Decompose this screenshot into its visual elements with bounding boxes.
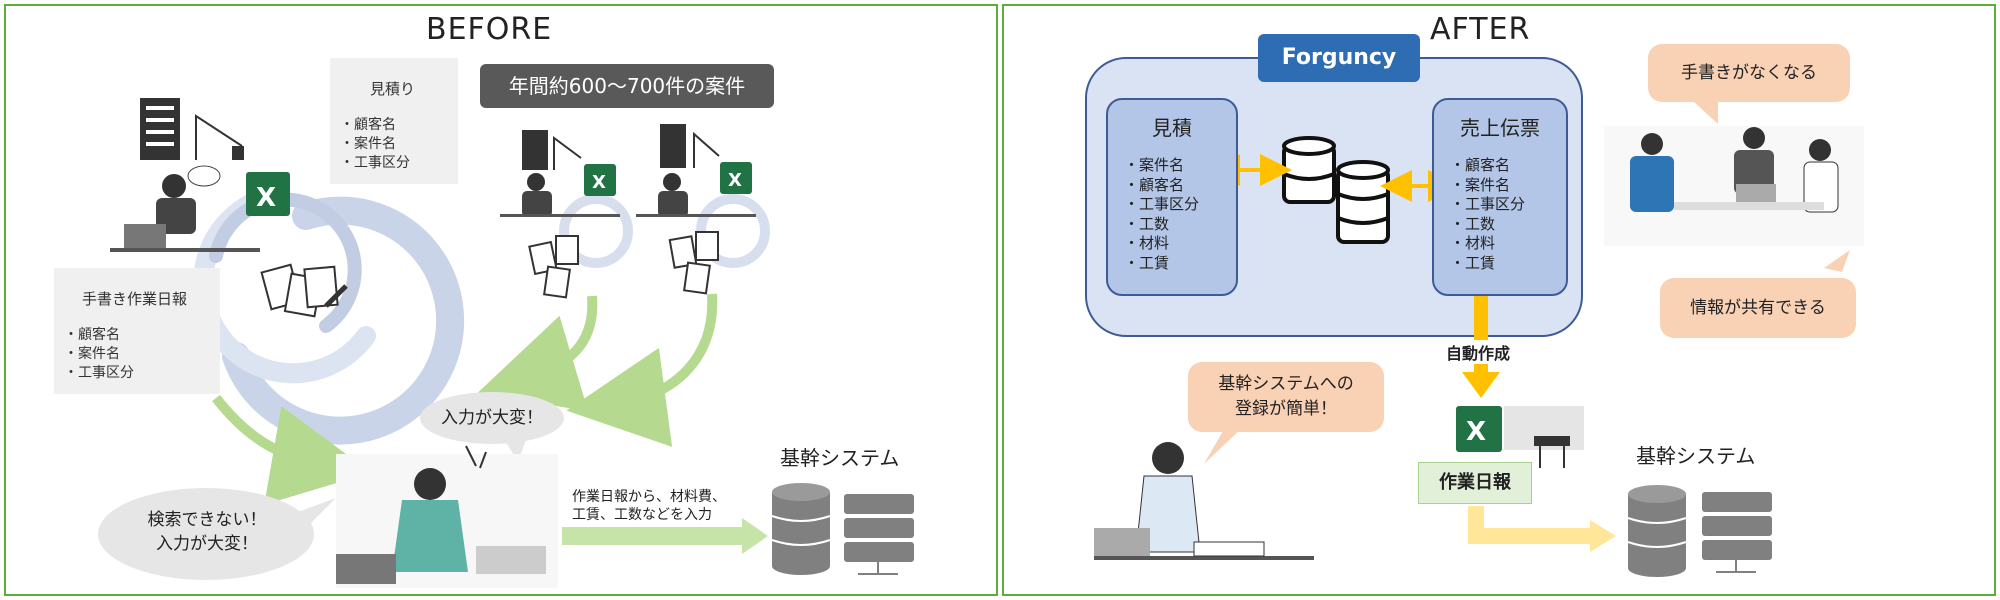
- estimate-box-item: ・工賃: [1124, 253, 1170, 272]
- svg-text:X: X: [592, 172, 606, 193]
- bubble-no-handwriting: 手書きがなくなる: [1648, 44, 1850, 102]
- documents-icon: [260, 263, 348, 318]
- handwritten-note-item: ・案件名: [64, 346, 120, 362]
- estimate-note: 見積り ・顧客名 ・案件名 ・工事区分: [330, 58, 458, 184]
- building-crane-icon: [140, 98, 244, 160]
- estimate-note-item: ・顧客名: [340, 117, 396, 133]
- worker-icon-3: X: [636, 162, 756, 217]
- estimate-box-item: ・材料: [1124, 234, 1170, 252]
- svg-text:X: X: [256, 183, 276, 213]
- database-icon: [771, 483, 831, 575]
- excel-icon: X: [246, 172, 290, 216]
- after-system-label: 基幹システム: [1636, 444, 1756, 468]
- sales-slip-box-item: ・工数: [1450, 214, 1496, 233]
- auto-create-arrow: [1462, 372, 1500, 398]
- report-to-system-arrow: [1468, 506, 1594, 544]
- sales-slip-box-title: 売上伝票: [1460, 116, 1540, 140]
- sales-slip-box-item: ・案件名: [1450, 175, 1511, 194]
- after-title: AFTER: [1430, 12, 1531, 47]
- worker-icon-2: X: [500, 164, 620, 217]
- before-panel: X X X: [4, 4, 998, 596]
- before-system-label: 基幹システム: [780, 446, 900, 470]
- handwritten-note-item: ・工事区分: [64, 365, 134, 381]
- database-icon: [1627, 485, 1687, 577]
- building-crane-icon-3: [660, 124, 720, 168]
- estimate-note-item: ・工事区分: [340, 155, 410, 171]
- before-illustration: X X X: [98, 98, 914, 588]
- meeting-illustration: [1604, 126, 1864, 246]
- estimate-box-item: ・工数: [1124, 214, 1170, 233]
- bubble-search: [98, 488, 314, 580]
- worried-worker-icon: [110, 165, 260, 252]
- after-panel: X: [1002, 4, 1996, 596]
- sales-slip-box-items: ・顧客名 ・案件名 ・工事区分 ・工数 ・材料 ・工賃: [1450, 156, 1525, 273]
- volume-banner: 年間約600〜700件の案件: [480, 64, 774, 108]
- cycle-swirl: [193, 186, 465, 445]
- sales-slip-box-item: ・顧客名: [1450, 156, 1511, 174]
- work-report-label: 作業日報: [1418, 462, 1532, 504]
- before-title: BEFORE: [426, 12, 553, 47]
- handwritten-note-item: ・顧客名: [64, 327, 120, 343]
- input-caption-line1: 作業日報から、材料費、: [572, 489, 726, 505]
- sales-slip-box-item: ・工事区分: [1450, 195, 1526, 213]
- bubble-easy-line1: 基幹システムへの: [1218, 374, 1354, 394]
- bubble-info-shared: 情報が共有できる: [1660, 278, 1856, 338]
- sales-slip-box-item: ・工賃: [1450, 253, 1496, 272]
- estimate-note-item: ・案件名: [340, 136, 396, 152]
- excel-icon: X: [1456, 406, 1502, 452]
- bubble-search-line2: 入力が大変！: [156, 534, 258, 554]
- sales-slip-box-item: ・材料: [1450, 234, 1496, 252]
- flow-arrows: [212, 293, 718, 505]
- stressed-worker-icon: [336, 445, 558, 588]
- input-caption-line2: 工賃、工数などを入力: [572, 507, 712, 523]
- estimate-box-item: ・工事区分: [1124, 195, 1200, 213]
- handwritten-note-title: 手書き作業日報: [82, 290, 188, 308]
- building-crane-icon-2: [522, 130, 582, 170]
- estimate-box-items: ・案件名 ・顧客名 ・工事区分 ・工数 ・材料 ・工賃: [1124, 156, 1199, 273]
- woman-thinking-icon: [1094, 442, 1314, 560]
- estimate-note-title: 見積り: [370, 80, 416, 98]
- sales-slip-box: 売上伝票 ・顧客名 ・案件名 ・工事区分 ・工数 ・材料 ・工賃: [1432, 98, 1568, 296]
- svg-text:X: X: [1466, 417, 1486, 447]
- forgumcy-label: Forguncy: [1258, 34, 1420, 82]
- bubble-easy-registration: 基幹システムへの 登録が簡単！: [1188, 362, 1384, 432]
- auto-create-label: 自動作成: [1446, 340, 1511, 364]
- construction-barrier-icon: [1504, 406, 1584, 468]
- estimate-box-item: ・顧客名: [1124, 175, 1185, 194]
- documents-icon-2: [528, 231, 719, 299]
- bubble-input-hard: [420, 392, 564, 444]
- bubble-search-line1: 検索できない！: [147, 510, 267, 530]
- svg-text:X: X: [728, 170, 742, 191]
- server-icon: [844, 494, 914, 575]
- bubble-easy-line2: 登録が簡単！: [1235, 399, 1337, 419]
- estimate-box: 見積 ・案件名 ・顧客名 ・工事区分 ・工数 ・材料 ・工賃: [1106, 98, 1238, 296]
- handwritten-note: 手書き作業日報 ・顧客名 ・案件名 ・工事区分: [54, 268, 220, 394]
- server-icon: [1702, 492, 1772, 573]
- estimate-box-title: 見積: [1152, 116, 1192, 140]
- bubble-input-hard-text: 入力が大変！: [441, 408, 543, 428]
- estimate-box-item: ・案件名: [1124, 156, 1185, 174]
